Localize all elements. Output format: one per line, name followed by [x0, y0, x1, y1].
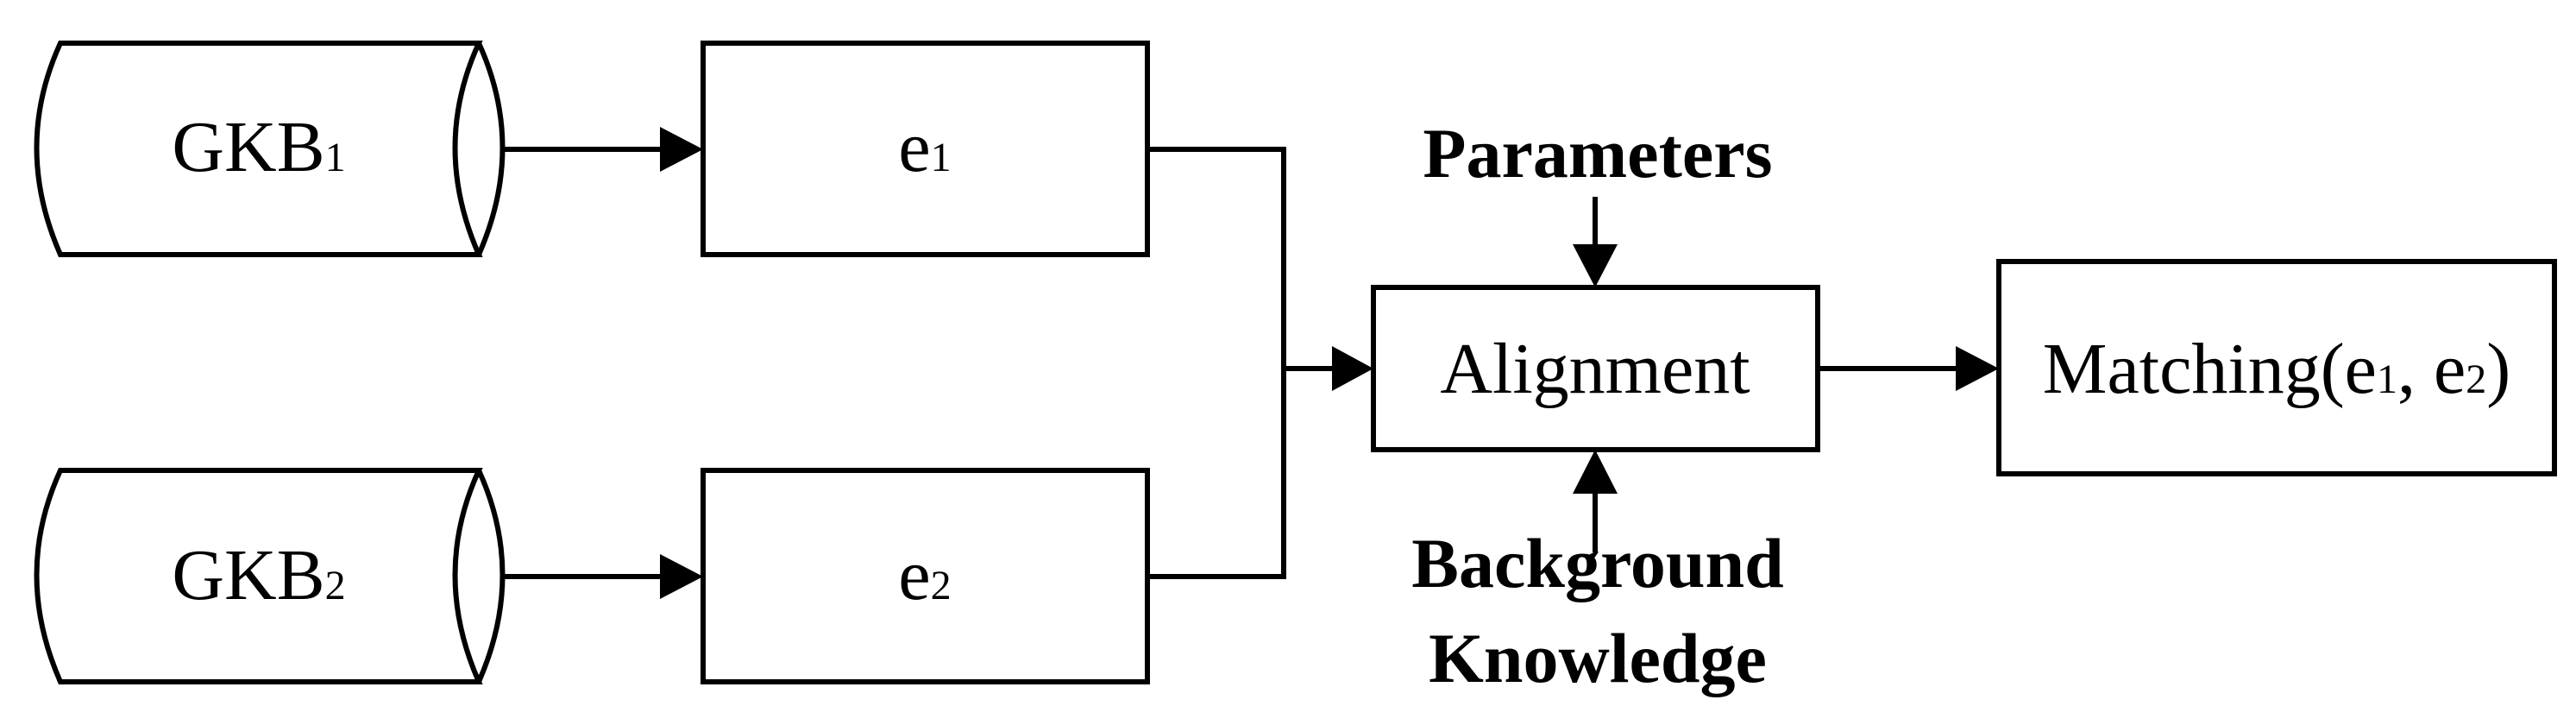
merge-to-alignment-arrowhead: [1332, 346, 1373, 391]
background-knowledge-arrowhead: [1573, 450, 1618, 494]
parameters-arrowhead: [1573, 244, 1618, 287]
alignment-box: [1371, 285, 1820, 452]
gkb1-storage-node: GKB1: [34, 41, 506, 257]
e1-entity-node: e1: [701, 41, 1150, 257]
gkb1-label: GKB1: [172, 107, 345, 187]
gkb1-to-e1-arrowhead: [660, 127, 703, 172]
alignment-label: Alignment: [1440, 329, 1750, 409]
background-knowledge-label-line2: Knowledge: [1429, 619, 1767, 697]
e2-entity-node: e2: [701, 468, 1150, 684]
background-knowledge-arrow: [1573, 450, 1618, 552]
e1-box: [701, 41, 1150, 257]
gkb2-cylinder-end: [476, 469, 506, 684]
gkb2-label: GKB2: [172, 535, 345, 615]
alignment-to-matching-arrowhead: [1956, 346, 1999, 391]
e2-label: e2: [898, 535, 951, 615]
entities-to-alignment-connector: [1147, 147, 1373, 579]
matching-node: Matching(e1, e2): [1996, 259, 2557, 476]
alignment-to-matching-arrow: [1818, 346, 1999, 391]
parameters-arrow: [1573, 197, 1618, 287]
e2-box: [701, 468, 1150, 684]
matching-box: [1996, 259, 2557, 476]
e1-label: e1: [898, 107, 951, 187]
gkb1-to-e1-arrow: [505, 127, 703, 172]
matching-label: Matching(e1, e2): [2043, 329, 2510, 409]
gkb1-cylinder-end: [476, 41, 506, 256]
gkb2-to-e2-arrowhead: [660, 554, 703, 599]
gkb2-to-e2-arrow: [505, 554, 703, 599]
gkb2-storage-node: GKB2: [34, 468, 506, 684]
e1-connector-line: [1147, 147, 1286, 579]
alignment-node: Alignment: [1371, 285, 1820, 452]
parameters-label: Parameters: [1423, 114, 1772, 192]
